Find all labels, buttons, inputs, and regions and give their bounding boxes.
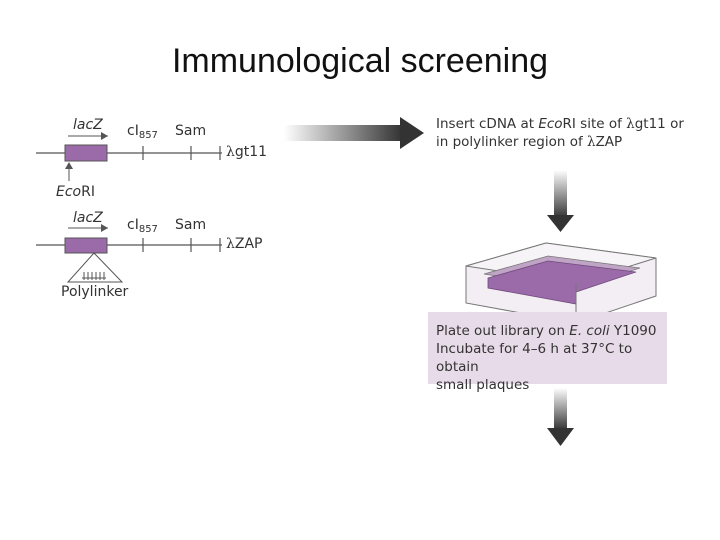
polylinker-triangle xyxy=(66,252,124,283)
zap-ci-label: cI857 xyxy=(127,217,158,235)
gt11-name-label: λgt11 xyxy=(226,144,268,160)
gt11-lacz-label: lacZ xyxy=(73,117,103,133)
plate-line-3: small plaques xyxy=(436,377,530,393)
down-arrow-1 xyxy=(547,170,574,232)
gt11-sam-label: Sam xyxy=(175,123,207,139)
gt11-vector xyxy=(36,132,222,181)
gt11-ci-label: cI857 xyxy=(127,123,158,141)
zap-vector xyxy=(36,224,222,283)
zap-lacz-label: lacZ xyxy=(73,210,103,226)
plate-step-text: Plate out library on E. coli Y1090 Incub… xyxy=(436,322,664,394)
insert-line-2: in polylinker region of λZAP xyxy=(436,134,623,150)
zap-name-label: λZAP xyxy=(226,236,263,252)
gt11-lacz-box xyxy=(64,144,108,162)
down-arrow-2 xyxy=(547,388,574,446)
zap-sam-label: Sam xyxy=(175,217,207,233)
plate-step-panel xyxy=(428,312,667,384)
plate-line-2: Incubate for 4–6 h at 37°C to obtain xyxy=(436,341,633,375)
insert-line-1: Insert cDNA at EcoRI site of λgt11 or xyxy=(436,116,684,132)
plate-illustration xyxy=(465,242,657,324)
polylinker-label: Polylinker xyxy=(61,284,129,300)
horizontal-arrow xyxy=(284,117,424,149)
ecori-label: EcoRI xyxy=(56,184,95,200)
page-title: Immunological screening xyxy=(171,42,549,80)
insert-step-text: Insert cDNA at EcoRI site of λgt11 or in… xyxy=(436,115,696,151)
plate-line-1: Plate out library on E. coli Y1090 xyxy=(436,323,657,339)
zap-lacz-box xyxy=(64,237,108,254)
